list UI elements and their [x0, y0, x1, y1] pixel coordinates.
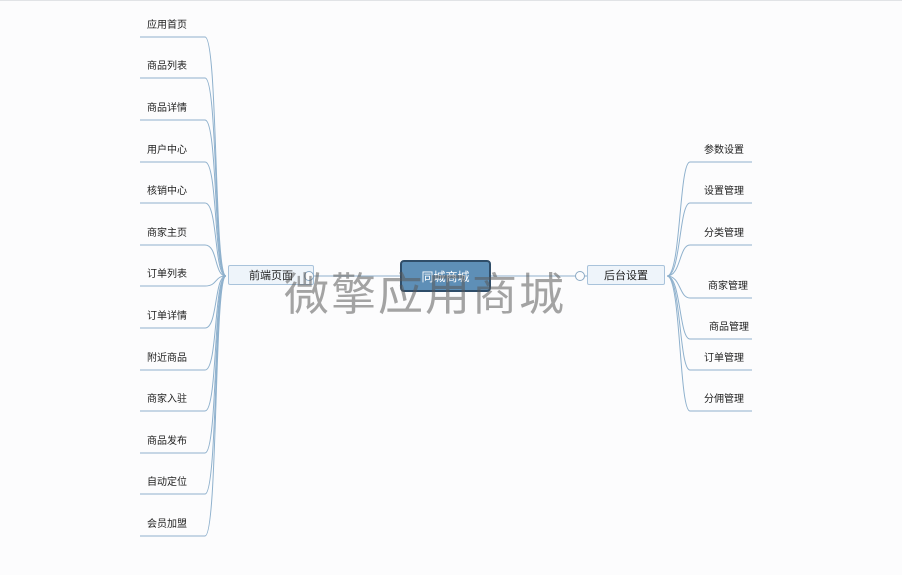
left-connector [140, 161, 227, 277]
left-leaf-13[interactable]: 会员加盟 [147, 519, 187, 530]
right-leaf-6[interactable]: 订单管理 [704, 353, 744, 364]
right-connector [666, 161, 752, 277]
left-connector [140, 119, 227, 277]
left-leaf-3[interactable]: 商品详情 [147, 103, 187, 114]
left-connector [140, 275, 227, 287]
central-topic[interactable]: 同城商城 [400, 260, 491, 292]
left-leaf-2[interactable]: 商品列表 [147, 61, 187, 72]
left-leaf-5[interactable]: 核销中心 [147, 186, 187, 197]
left-connector [140, 275, 227, 537]
left-branch-topic[interactable]: 前端页面 [228, 265, 314, 285]
left-leaf-9[interactable]: 附近商品 [147, 353, 187, 364]
left-leaf-8[interactable]: 订单详情 [147, 311, 187, 322]
right-leaf-7[interactable]: 分佣管理 [704, 394, 744, 405]
left-leaf-11[interactable]: 商品发布 [147, 436, 187, 447]
left-leaf-4[interactable]: 用户中心 [147, 145, 187, 156]
right-collapse-toggle-icon[interactable] [575, 271, 585, 281]
right-leaf-4[interactable]: 商家管理 [708, 281, 748, 292]
right-leaf-5[interactable]: 商品管理 [709, 322, 749, 333]
left-collapse-toggle-icon[interactable] [304, 271, 314, 281]
left-leaf-10[interactable]: 商家入驻 [147, 394, 187, 405]
left-leaf-12[interactable]: 自动定位 [147, 477, 187, 488]
top-border [0, 0, 902, 1]
right-leaf-1[interactable]: 参数设置 [704, 145, 744, 156]
left-leaf-1[interactable]: 应用首页 [147, 20, 187, 31]
right-branch-topic[interactable]: 后台设置 [587, 265, 665, 285]
left-connector [140, 275, 227, 412]
left-leaf-6[interactable]: 商家主页 [147, 228, 187, 239]
right-connector [666, 202, 752, 277]
right-connector [666, 275, 752, 412]
right-leaf-2[interactable]: 设置管理 [704, 186, 744, 197]
left-connector [140, 244, 227, 277]
left-leaf-7[interactable]: 订单列表 [147, 269, 187, 280]
right-connector [666, 275, 752, 299]
right-connector [666, 244, 752, 277]
right-leaf-3[interactable]: 分类管理 [704, 228, 744, 239]
left-connector [140, 275, 227, 329]
right-connector [666, 275, 752, 340]
left-connector [140, 202, 227, 277]
